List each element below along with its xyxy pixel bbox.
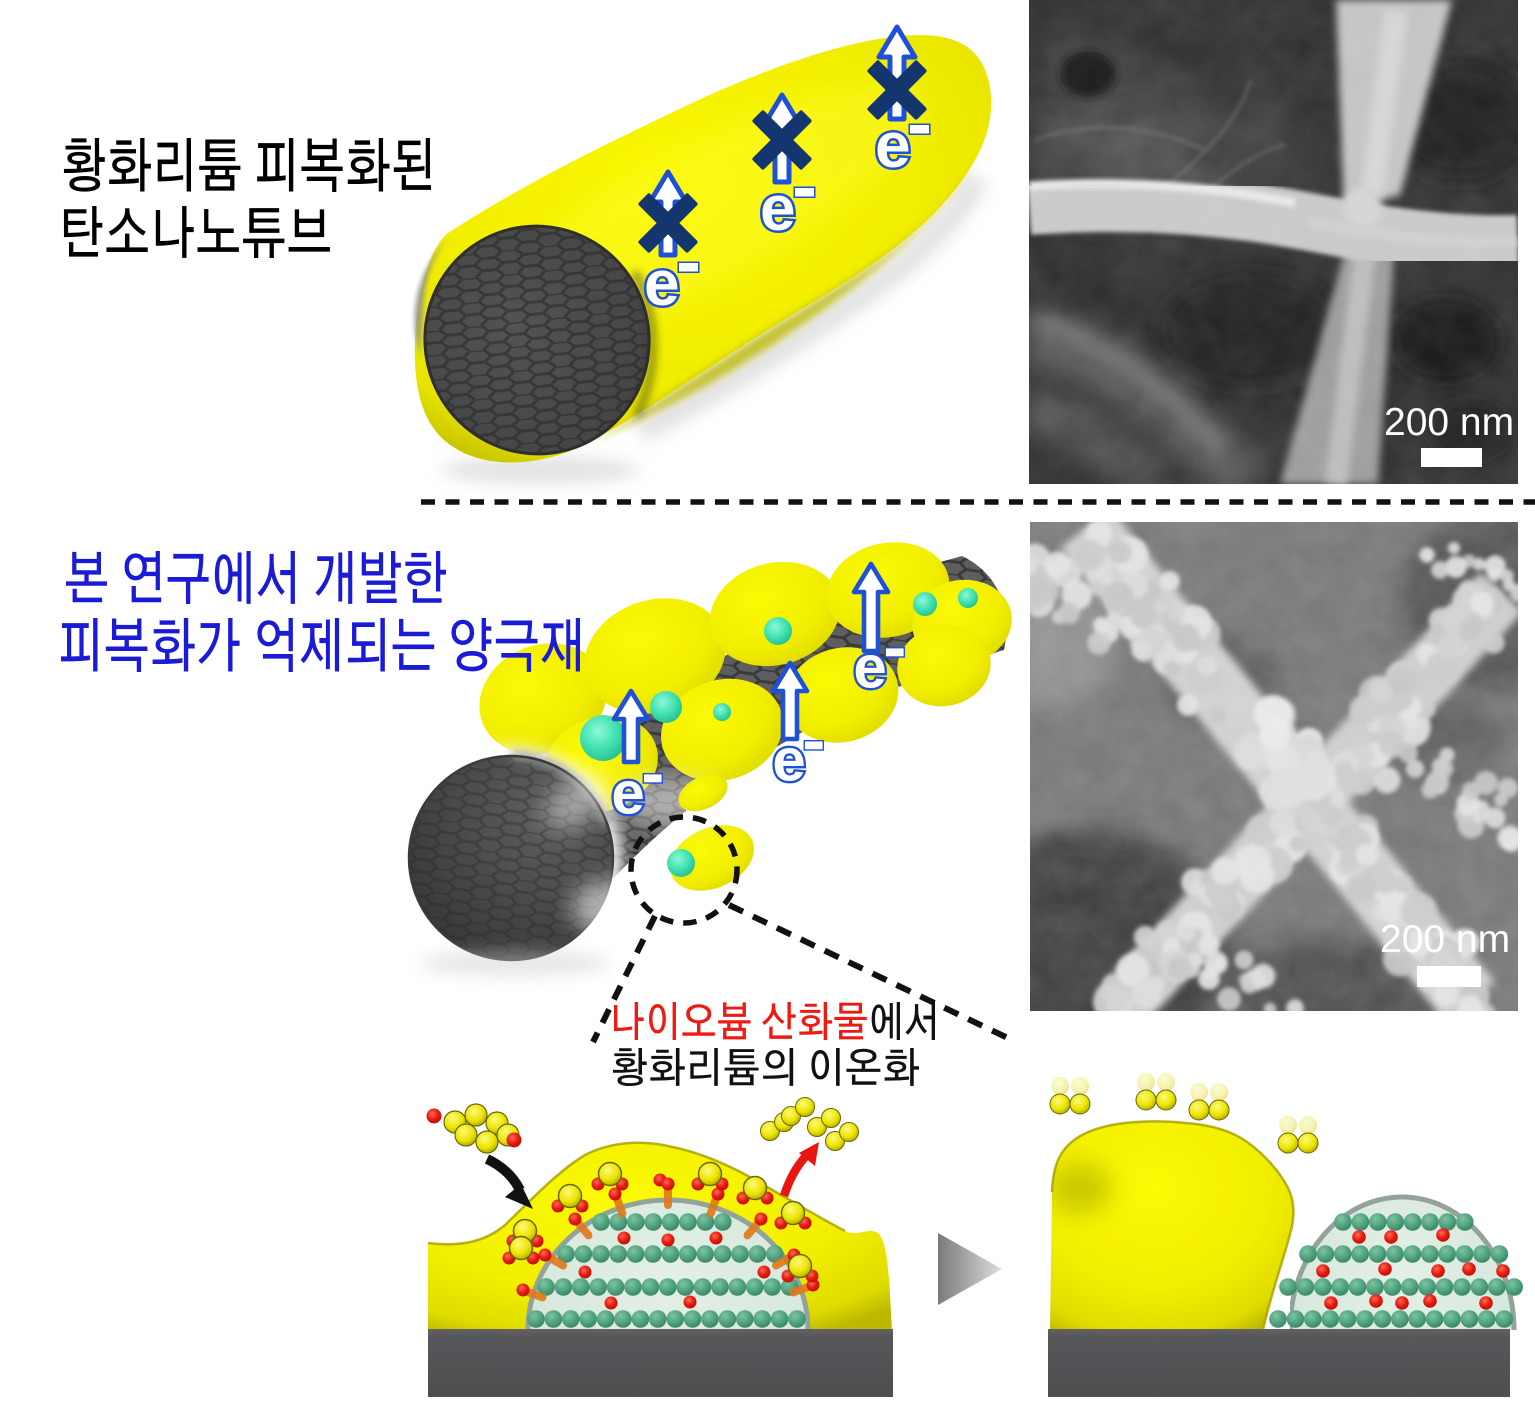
svg-text:e: e (611, 759, 644, 826)
svg-text:e: e (875, 109, 911, 181)
svg-text:e: e (760, 172, 796, 244)
svg-text:e: e (644, 247, 680, 319)
svg-text:200 nm: 200 nm (1384, 401, 1514, 444)
svg-text:e: e (853, 633, 886, 700)
svg-text:200 nm: 200 nm (1380, 918, 1510, 961)
svg-text:e: e (772, 726, 805, 793)
